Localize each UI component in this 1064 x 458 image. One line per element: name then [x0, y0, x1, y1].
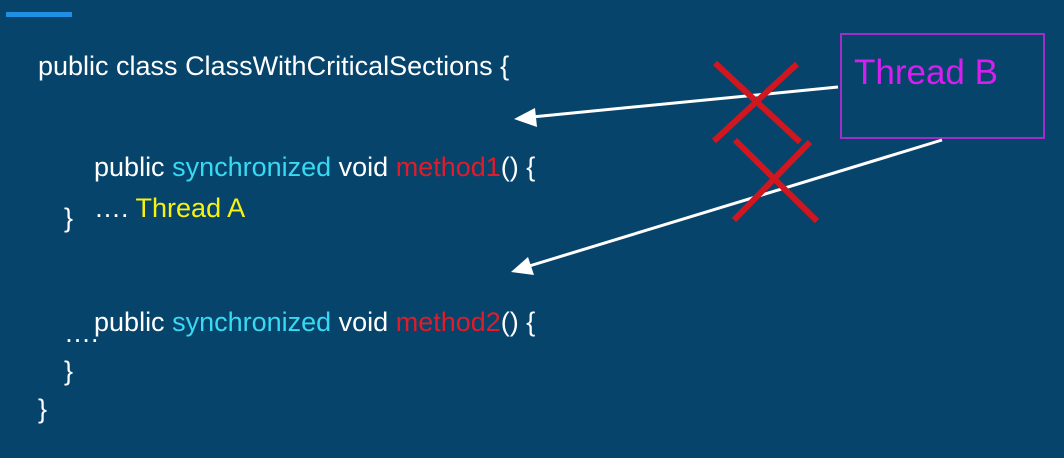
method2-name: method2: [395, 307, 501, 337]
method1-open-brace: () {: [500, 152, 536, 182]
method1-name: method1: [395, 152, 501, 182]
void-keyword: void: [331, 152, 396, 182]
thread-b-box: Thread B: [840, 33, 1045, 139]
method1-signature: public synchronized void method1() {: [64, 127, 535, 208]
thread-a-label: Thread A: [135, 193, 246, 223]
method2-body: ….: [64, 318, 99, 348]
class-declaration: public class ClassWithCriticalSections {: [38, 51, 510, 81]
public-keyword: public: [94, 152, 173, 182]
void-keyword: void: [331, 307, 396, 337]
class-close: }: [38, 394, 48, 424]
ellipsis: ….: [94, 193, 136, 223]
accent-bar: [6, 12, 72, 17]
synchronized-keyword: synchronized: [172, 152, 332, 182]
method1-body: …. Thread A: [64, 168, 245, 249]
method2-close: }: [64, 356, 74, 386]
public-keyword: public: [94, 307, 173, 337]
method1-close: }: [64, 203, 74, 233]
synchronized-keyword: synchronized: [172, 307, 332, 337]
method2-signature: public synchronized void method2() {: [64, 282, 535, 363]
method2-open-brace: () {: [500, 307, 536, 337]
thread-b-label: Thread B: [854, 53, 998, 92]
